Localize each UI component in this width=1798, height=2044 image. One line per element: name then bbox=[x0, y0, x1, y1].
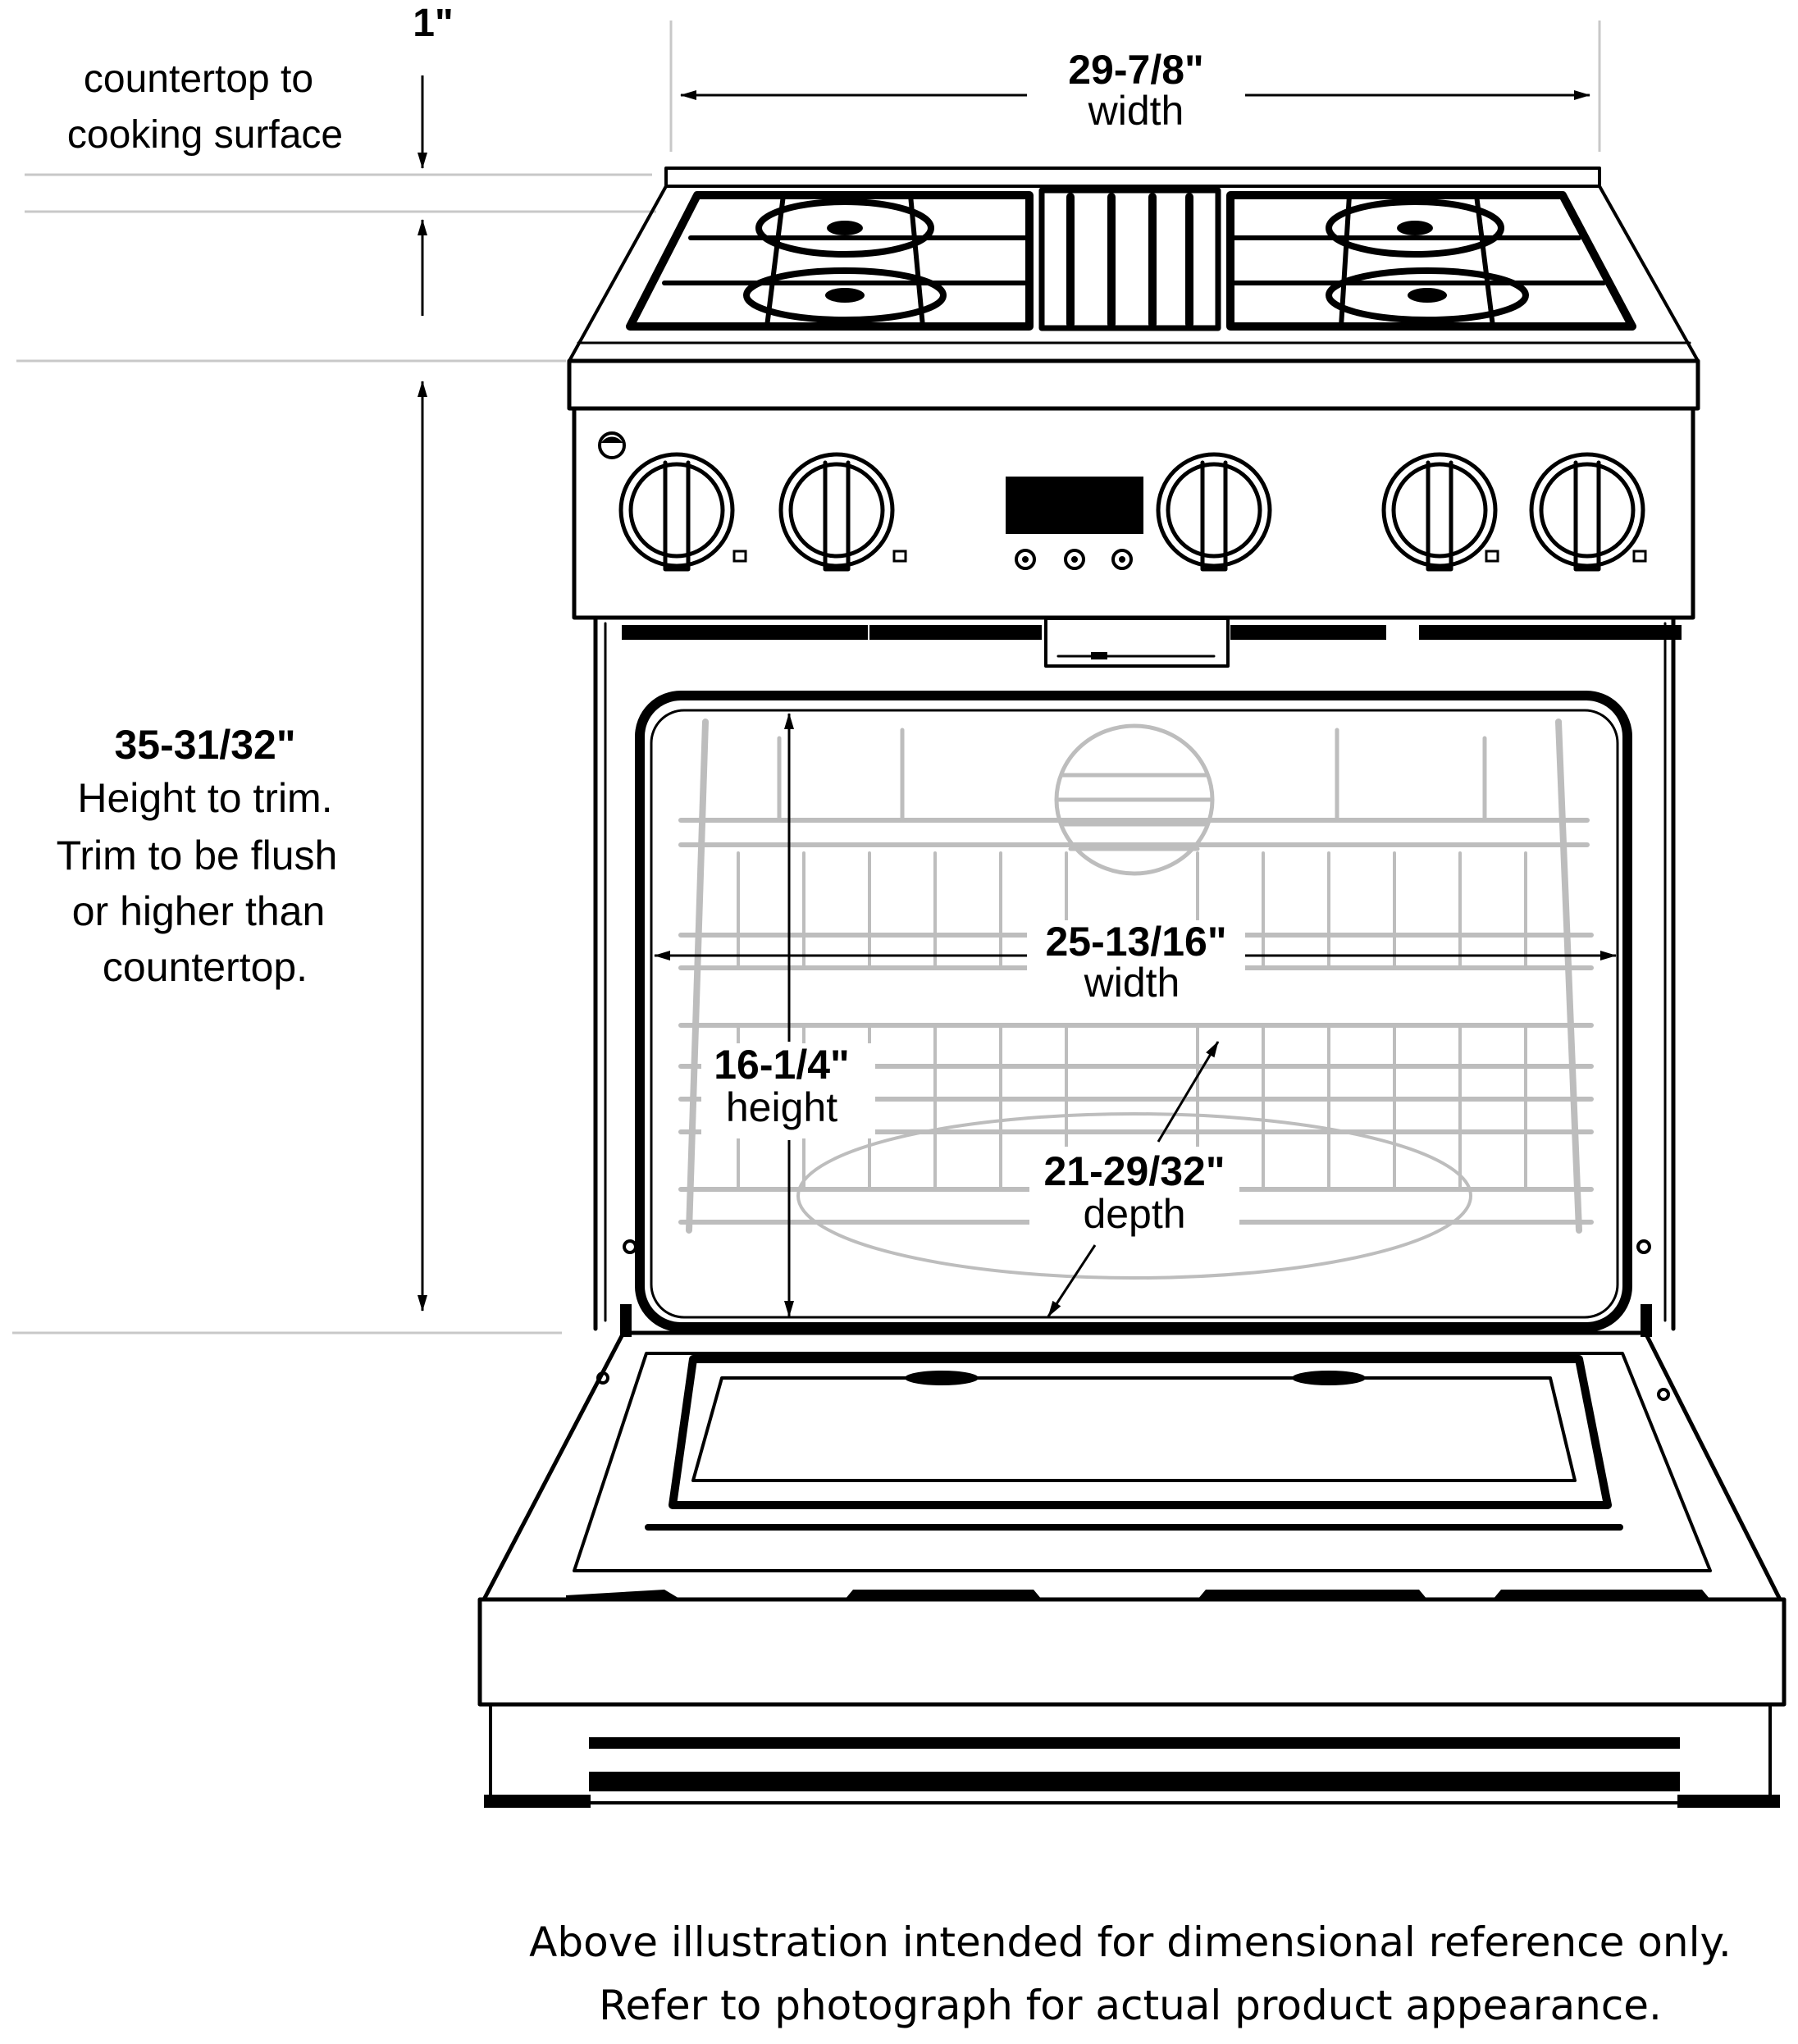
control-knob-icon bbox=[1156, 452, 1272, 572]
counter-offset-label-line1: countertop to bbox=[84, 57, 313, 101]
footnote-line1: Above illustration intended for dimensio… bbox=[529, 1919, 1732, 1966]
height-to-trim-label-line4: countertop. bbox=[103, 944, 308, 990]
arrow-icon bbox=[1047, 1244, 1097, 1317]
oven-height-value: 16-1/4" bbox=[714, 1042, 849, 1088]
footnote: Above illustration intended for dimensio… bbox=[529, 1919, 1732, 2029]
height-to-trim-label-line2: Trim to be flush bbox=[57, 833, 338, 878]
oven-racks bbox=[678, 719, 1594, 1280]
burner-grate-icon bbox=[626, 191, 1034, 331]
drawer-handle bbox=[484, 1703, 1780, 1808]
height-to-trim-value: 35-31/32" bbox=[114, 722, 295, 768]
overall-width-label: width bbox=[1088, 88, 1184, 134]
dimension-arrows bbox=[418, 75, 1617, 1317]
burner-grate-icon bbox=[1226, 191, 1636, 331]
oven-width-label: width bbox=[1084, 960, 1180, 1006]
dimension-labels: 1" countertop to cooking surface 29-7/8"… bbox=[57, 2, 1227, 1237]
range-illustration bbox=[477, 167, 1787, 1808]
oven-depth-label: depth bbox=[1083, 1191, 1185, 1237]
arrow-icon bbox=[1157, 1041, 1220, 1143]
height-to-trim-label-line1: Height to trim. bbox=[77, 775, 332, 821]
counter-offset-label-line2: cooking surface bbox=[67, 113, 343, 157]
oven-depth-value: 21-29/32" bbox=[1043, 1148, 1225, 1194]
control-knob-icon bbox=[1381, 452, 1499, 572]
footnote-line2: Refer to photograph for actual product a… bbox=[599, 1982, 1662, 2029]
oven-height-label: height bbox=[726, 1084, 837, 1130]
display-icon bbox=[1006, 477, 1143, 534]
label-backgrounds bbox=[701, 920, 1245, 1242]
control-knob-icon bbox=[1529, 452, 1647, 572]
guide-lines bbox=[12, 21, 1601, 1335]
burner-grate-icon bbox=[1038, 187, 1221, 331]
display-buttons bbox=[1015, 549, 1133, 570]
counter-offset-value: 1" bbox=[413, 2, 453, 45]
oven-door bbox=[481, 1330, 1782, 1602]
control-knob-icon bbox=[778, 452, 907, 572]
oven-width-value: 25-13/16" bbox=[1045, 919, 1226, 965]
overall-width-value: 29-7/8" bbox=[1068, 47, 1203, 93]
height-to-trim-label-line3: or higher than bbox=[72, 888, 326, 934]
vent-strip bbox=[622, 625, 1682, 640]
control-knob-icon bbox=[618, 452, 747, 572]
